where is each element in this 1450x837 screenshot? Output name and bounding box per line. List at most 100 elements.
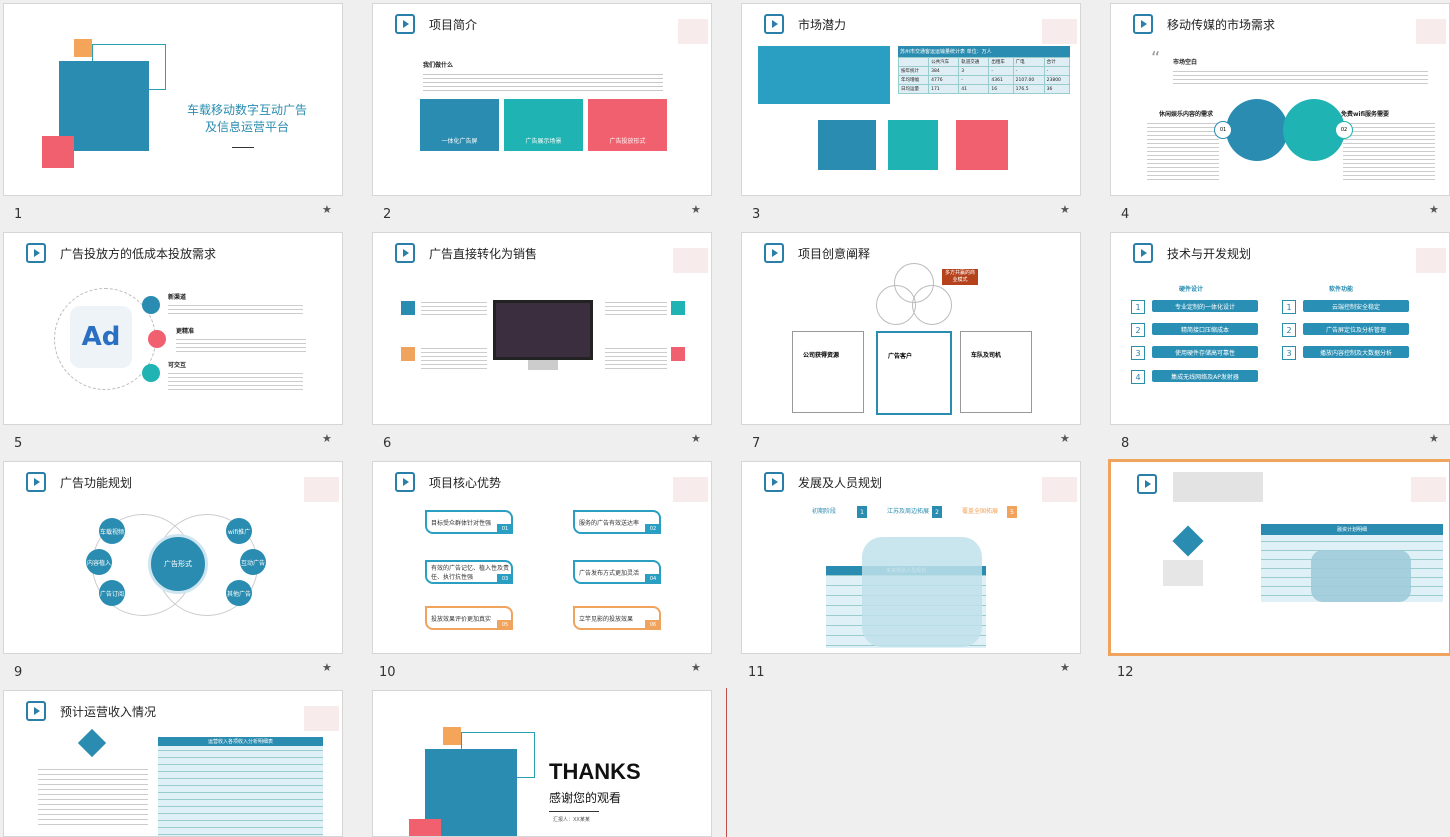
title-underline (232, 147, 254, 148)
slide-title: 车载移动数字互动广告 及信息运营平台 (186, 103, 307, 134)
column-title-right: 软件功能 (1329, 286, 1354, 293)
slide-number-8: 8 (1121, 436, 1130, 451)
slide-thumbnail-1[interactable]: 车载移动数字互动广告 及信息运营平台 (3, 3, 343, 196)
star-icon[interactable]: ★ (691, 432, 701, 445)
bullet-icon-1 (142, 296, 160, 314)
advantage-number: 02 (645, 524, 661, 534)
star-icon[interactable]: ★ (1429, 203, 1439, 216)
card-title: 车队及司机 (971, 352, 1002, 359)
phase-number-1: 1 (857, 506, 867, 518)
slide-thumbnail-5[interactable]: 广告投放方的低成本投放需求 Ad 新渠道 更精准 可交互 (3, 232, 343, 425)
phase-1: 初期阶段 (812, 508, 837, 515)
list-item: 专业定制的一体化设计 (1152, 300, 1258, 312)
slide-thumbnail-4[interactable]: 移动传媒的市场需求 “ 市场空白 休闲娱乐内容的需求 免费wifi服务需要 01… (1110, 3, 1450, 196)
card-1: 公司获得资源 (792, 331, 864, 413)
insertion-caret (726, 688, 727, 837)
card-title: 广告客户 (888, 353, 913, 360)
blurred-area (1416, 248, 1446, 273)
list-number: 3 (1131, 346, 1145, 360)
text-block (423, 71, 663, 91)
slide-thumbnail-13[interactable]: 预计运营收入情况 运营收入各项收入分析明细表 (3, 690, 343, 837)
circle-left (1226, 99, 1288, 161)
text-block (1173, 68, 1428, 86)
star-icon[interactable]: ★ (1060, 432, 1070, 445)
blurred-area (304, 477, 339, 502)
info-panel (758, 46, 890, 104)
play-icon (26, 472, 46, 492)
slide-thumbnail-8[interactable]: 技术与开发规划 硬件设计 软件功能 1 专业定制的一体化设计 2 精简接口压缩成… (1110, 232, 1450, 425)
label-a: 市场空白 (1173, 59, 1198, 66)
slide-thumbnail-12[interactable]: 融资计划明细 (1108, 459, 1450, 656)
list-number: 1 (1282, 300, 1296, 314)
star-icon[interactable]: ★ (1060, 661, 1070, 674)
advantage-text: 目标受众群体针对性强 (431, 519, 492, 527)
blurred-area (1416, 19, 1446, 44)
play-icon (26, 701, 46, 721)
stat-box-3 (956, 120, 1008, 170)
star-icon[interactable]: ★ (322, 661, 332, 674)
node-label: 车载视频 (99, 528, 124, 536)
slide-thumbnail-2[interactable]: 项目简介 我们做什么 一体化广告屏 广告展示场景 广告投放形式 (372, 3, 712, 196)
text-block (1343, 120, 1435, 180)
slide-title: 发展及人员规划 (798, 475, 883, 490)
slide-thumbnail-3[interactable]: 市场潜力 苏州市交通客运运输量统计表 单位：万人 公共汽车轨道交通出租车广电合计… (741, 3, 1081, 196)
box-label: 广告展示场景 (525, 138, 562, 145)
play-icon (1133, 243, 1153, 263)
blurred-area (1173, 472, 1263, 502)
node-label: 内容植入 (86, 559, 111, 567)
phase-3: 覆盖全国拓展 (962, 508, 999, 515)
pink-square (42, 136, 74, 168)
venn-right (912, 285, 952, 325)
monitor-stand (528, 360, 558, 370)
star-icon[interactable]: ★ (322, 432, 332, 445)
text-block (1147, 120, 1219, 180)
star-icon[interactable]: ★ (322, 203, 332, 216)
slide-thumbnail-11[interactable]: 发展及人员规划 初期阶段 江苏及周边拓展 覆盖全国拓展 1 2 5 未来规划人员… (741, 461, 1081, 654)
list-number: 4 (1131, 370, 1145, 384)
slide-number-5: 5 (14, 436, 23, 451)
list-item: 播放内容控制及大数据分析 (1303, 346, 1409, 358)
slide-number-4: 4 (1121, 207, 1130, 222)
blurred-area (1042, 477, 1077, 502)
text-block (421, 299, 487, 317)
slide-title: 广告投放方的低成本投放需求 (60, 246, 217, 261)
slide-thumbnail-6[interactable]: 广告直接转化为销售 (372, 232, 712, 425)
table-title: 苏州市交通客运运输量统计表 单位：万人 (898, 46, 1070, 57)
play-icon (764, 243, 784, 263)
blurred-area (673, 248, 708, 273)
box-1: 一体化广告屏 (420, 99, 499, 151)
thanks-title: THANKS (549, 759, 641, 784)
slide-thumbnail-7[interactable]: 项目创意阐释 多方共赢的商业模式 公司获得资源 广告客户 车队及司机 (741, 232, 1081, 425)
slide-thumbnail-14[interactable]: THANKS 感谢您的观看 汇报人：XX某某 (372, 690, 712, 837)
divider (549, 811, 599, 812)
venn-left (876, 285, 916, 325)
list-number: 2 (1282, 323, 1296, 337)
icon-tile-2 (401, 347, 415, 361)
star-icon[interactable]: ★ (691, 203, 701, 216)
blurred-area (1163, 560, 1203, 586)
slide-thumbnail-9[interactable]: 广告功能规划 广告形式 车载视频 内容植入 广告订阅 wifi推广 互动广告 其… (3, 461, 343, 654)
text-block (168, 370, 303, 390)
slide-title: 项目创意阐释 (798, 246, 871, 261)
card-title: 公司获得资源 (803, 352, 840, 359)
star-icon[interactable]: ★ (1429, 432, 1439, 445)
star-icon[interactable]: ★ (1060, 203, 1070, 216)
list-number: 3 (1282, 346, 1296, 360)
play-icon (395, 14, 415, 34)
text-block (605, 345, 667, 371)
center-circle: 广告形式 (148, 534, 208, 594)
advantage-text: 有效的广告记忆、植入性及责任、执行抗性强 (431, 565, 510, 581)
item-title-1: 新渠道 (168, 294, 187, 301)
blue-square (59, 61, 149, 151)
star-icon[interactable]: ★ (691, 661, 701, 674)
node-5: 互动广告 (240, 549, 266, 575)
ad-logo: Ad (70, 306, 132, 368)
play-icon (1133, 14, 1153, 34)
blurred-area (1411, 477, 1446, 502)
text-block (605, 299, 667, 317)
phase-number-2: 2 (932, 506, 942, 518)
box-2: 广告展示场景 (504, 99, 583, 151)
